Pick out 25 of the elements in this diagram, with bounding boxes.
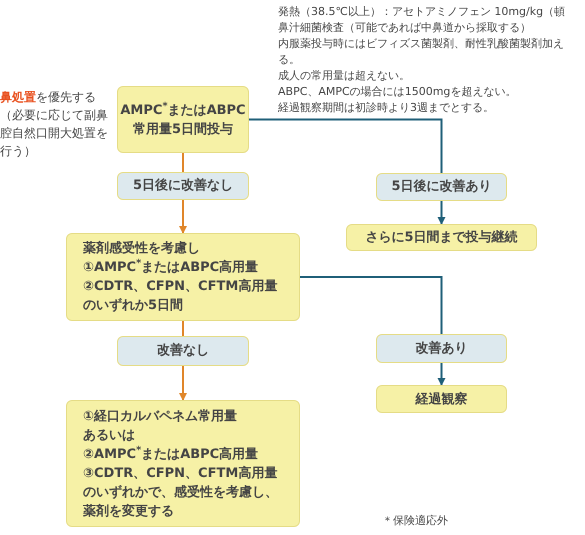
process-box: 経過観察 — [376, 385, 507, 413]
arrow — [438, 363, 446, 386]
note-text: ABPC、AMPCの場合には1500mgを超えない。 — [278, 84, 518, 100]
condition-box: 5日後に改善なし — [117, 172, 249, 200]
connector-line — [182, 321, 184, 336]
connector-line — [300, 276, 442, 334]
note-text: 鼻汁細菌検査（可能であれば中鼻道から採取する） — [278, 20, 532, 36]
connector-line — [182, 153, 184, 172]
note-text: 内服薬投与時にはビフィズス菌製剤、耐性乳酸菌製剤加える。 — [278, 36, 565, 68]
condition-box: 改善あり — [376, 334, 507, 363]
connector-line — [249, 118, 442, 173]
process-box: AMPC$^{*}$またはABPC常用量5日間投与 — [117, 86, 249, 153]
note-text: 鼻処置を優先する（必要に応じて副鼻腔自然口開大処置を行う） — [0, 89, 109, 160]
process-box: さらに5日間まで投与継続 — [346, 224, 537, 251]
treatment-box: ①経口カルバペネム常用量 あるいは ②AMPC$^{*}$またはABPC高用量 ③CDTR、CFPN、CFTM高用量のいずれかで、感受性を考慮し、薬剤を変更する — [66, 400, 300, 527]
footnote: ＊保険適応外 — [382, 513, 448, 529]
condition-box: 改善なし — [117, 336, 249, 366]
arrow — [179, 366, 187, 401]
note-text: 経過観察期間は初診時より3週までとする。 — [278, 100, 495, 116]
arrow — [438, 201, 446, 225]
treatment-box: 薬剤感受性を考慮し ①AMPC$^{*}$またはABPC高用量 ②CDTR、CFPN、CFTM高用量のいずれか5日間 — [66, 233, 300, 321]
arrow — [179, 200, 187, 234]
note-text: 成人の常用量は超えない。 — [278, 68, 411, 84]
condition-box: 5日後に改善あり — [376, 173, 507, 201]
note-text: 発熱（38.5℃以上）：アセトアミノフェン 10mg/kg（頓 — [278, 4, 566, 20]
